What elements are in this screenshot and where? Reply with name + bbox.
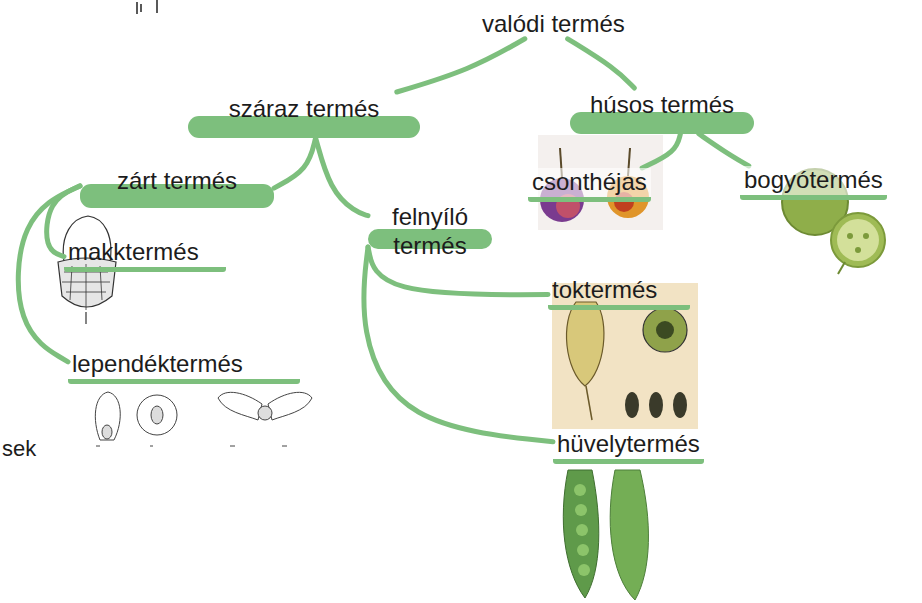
berry-picture-part bbox=[855, 247, 861, 253]
node-text: lependéktermés bbox=[72, 350, 296, 379]
capsule-plate-part bbox=[673, 392, 687, 418]
samara-drawings-part bbox=[96, 446, 287, 447]
branch-connector bbox=[274, 138, 316, 188]
stray-marks bbox=[137, 0, 157, 14]
node-text: csonthéjas bbox=[532, 168, 647, 197]
branch-connector bbox=[397, 39, 525, 92]
underlined-box: makktermés bbox=[64, 238, 226, 272]
node-text: hüvelytermés bbox=[557, 430, 700, 459]
underlined-box: hüvelytermés bbox=[553, 430, 704, 464]
samara-drawings-part bbox=[258, 406, 272, 420]
acorn-drawing-part bbox=[85, 312, 86, 324]
root-box: valódi termés bbox=[482, 10, 625, 39]
node-text: húsos termés bbox=[582, 91, 742, 120]
underlined-box: csonthéjas bbox=[528, 168, 651, 202]
branch-connector bbox=[316, 138, 368, 216]
berry-picture-part bbox=[831, 213, 885, 267]
highlight-box: felnyíló termés bbox=[368, 200, 492, 263]
berry-picture-part bbox=[838, 262, 845, 274]
pea-picture-part bbox=[563, 470, 599, 598]
branch-connector bbox=[364, 247, 553, 442]
pea-picture-part bbox=[610, 470, 648, 600]
samara-drawings-part bbox=[137, 395, 177, 435]
stray-marks-part bbox=[136, 2, 138, 14]
underlined-box: toktermés bbox=[548, 276, 690, 310]
stray-marks-part bbox=[140, 4, 142, 12]
capsule-plate-part bbox=[586, 386, 592, 420]
capsule-plate-part bbox=[566, 302, 603, 386]
samara-drawings-part bbox=[218, 392, 262, 420]
pea-picture-part bbox=[578, 564, 590, 576]
branch-connector bbox=[642, 134, 680, 168]
capsule-plate-part bbox=[649, 392, 663, 418]
node-text: makktermés bbox=[68, 238, 222, 267]
underlined-box: bogyótermés bbox=[740, 166, 887, 200]
branch-connector bbox=[699, 134, 749, 166]
berry-picture-part bbox=[863, 233, 869, 239]
capsule-plate-part bbox=[625, 392, 639, 418]
acorn-drawing-part bbox=[58, 258, 116, 307]
berry-picture-part bbox=[847, 233, 853, 239]
capsule-plate-part bbox=[643, 308, 687, 352]
stray-marks-part bbox=[156, 0, 158, 13]
branch-connector bbox=[18, 186, 80, 362]
samara-drawings-part bbox=[268, 392, 312, 420]
samara-drawings-part bbox=[102, 425, 112, 439]
underlined-box: lependéktermés bbox=[68, 350, 300, 384]
node-text: száraz termés bbox=[202, 95, 406, 124]
node-text: valódi termés bbox=[482, 10, 625, 39]
highlight-box: száraz termés bbox=[188, 92, 420, 138]
node-text: bogyótermés bbox=[744, 166, 883, 195]
branch-connector bbox=[568, 39, 635, 88]
node-text: felnyíló termés bbox=[374, 203, 486, 261]
samara-drawings bbox=[95, 392, 312, 446]
node-text: toktermés bbox=[552, 276, 686, 305]
fragment-label: sek bbox=[2, 436, 36, 462]
samara-drawings-part bbox=[151, 406, 163, 424]
highlight-box: húsos termés bbox=[570, 88, 754, 134]
capsule-plate-part bbox=[656, 321, 674, 339]
pea-picture-part bbox=[575, 504, 587, 516]
pea-picture-part bbox=[574, 484, 586, 496]
pea-picture-part bbox=[577, 544, 589, 556]
berry-picture-part bbox=[837, 219, 879, 261]
highlight-box: zárt termés bbox=[80, 164, 274, 208]
samara-drawings-part bbox=[95, 392, 120, 440]
pea-picture bbox=[563, 470, 648, 600]
node-text: zárt termés bbox=[92, 167, 262, 196]
pea-picture-part bbox=[576, 524, 588, 536]
